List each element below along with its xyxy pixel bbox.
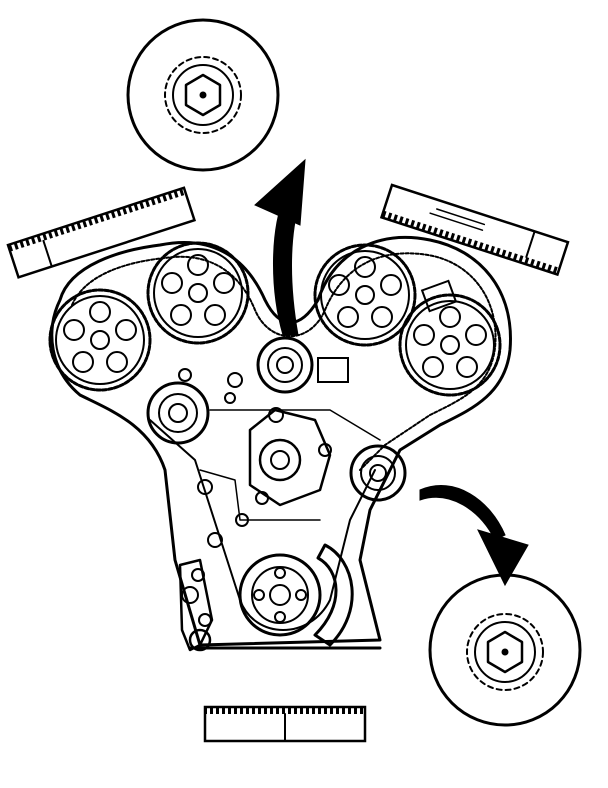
crankshaft-sprocket: [238, 543, 354, 647]
belt-strip-bottom: [203, 705, 367, 743]
camshaft-sprocket-right-inner: [313, 243, 417, 347]
arrow-down-icon: [419, 485, 529, 587]
camshaft-sprocket-left-inner: [146, 241, 250, 345]
belt-strip-right: [379, 183, 570, 277]
camshaft-sprocket-right-outer: [398, 293, 502, 397]
idler-pulley-center: [256, 336, 314, 394]
tensioner-pulley-right: [349, 444, 407, 502]
detail-view-bottom: [428, 573, 582, 727]
camshaft-sprocket-left-outer: [48, 288, 152, 392]
left-bracket: [178, 558, 214, 652]
detail-view-top: [126, 18, 280, 172]
idler-pulley-left: [146, 381, 210, 445]
water-pump-assembly: [178, 368, 332, 548]
belt-strip-left: [6, 186, 197, 279]
arrow-up-icon: [254, 158, 306, 336]
